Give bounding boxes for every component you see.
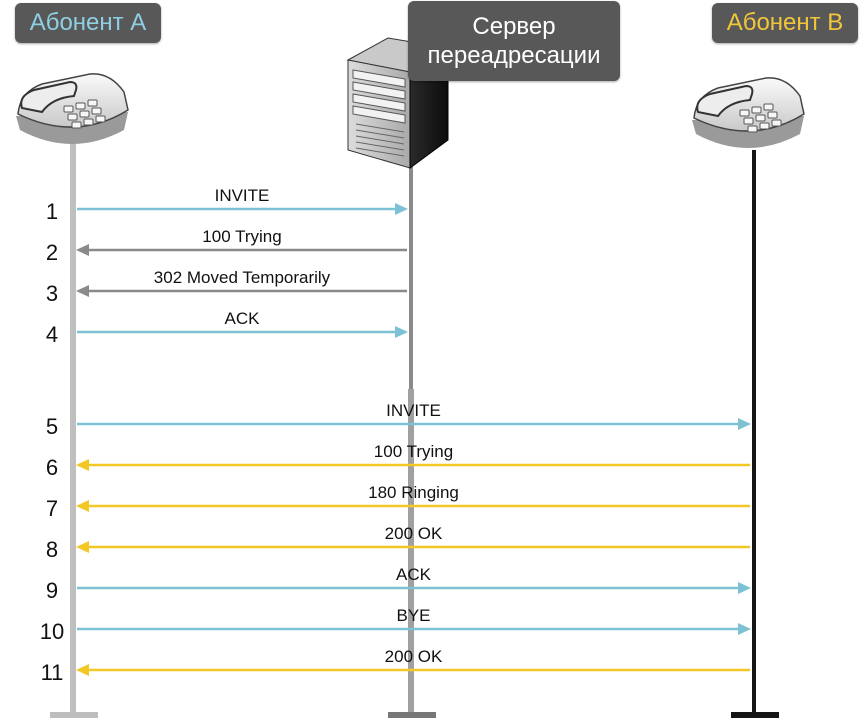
message-label: 200 OK bbox=[385, 524, 443, 543]
step-number: 11 bbox=[41, 660, 64, 685]
message-arrowhead bbox=[738, 418, 751, 430]
message-label: ACK bbox=[396, 565, 432, 584]
step-number: 5 bbox=[46, 414, 58, 439]
message-3: 3 302 Moved Temporarily bbox=[46, 268, 407, 306]
step-number: 7 bbox=[46, 496, 58, 521]
step-number: 9 bbox=[46, 578, 58, 603]
message-arrowhead bbox=[76, 500, 89, 512]
step-number: 6 bbox=[46, 455, 58, 480]
message-label: INVITE bbox=[386, 401, 441, 420]
desk-phone-icon bbox=[692, 77, 805, 148]
message-arrowhead bbox=[76, 541, 89, 553]
header-subscriber-b: Абонент В bbox=[712, 3, 858, 43]
step-number: 4 bbox=[46, 322, 58, 347]
desk-phone-icon bbox=[16, 73, 129, 144]
step-number: 1 bbox=[46, 199, 58, 224]
message-arrowhead bbox=[395, 326, 408, 338]
message-arrowhead bbox=[76, 459, 89, 471]
message-4: 4 ACK bbox=[46, 309, 408, 347]
message-8: 8 200 OK bbox=[46, 524, 750, 562]
message-label: 200 OK bbox=[385, 647, 443, 666]
header-server-label-line1: Сервер bbox=[472, 13, 556, 40]
message-label: BYE bbox=[396, 606, 430, 625]
step-number: 2 bbox=[46, 240, 58, 265]
message-10: 10 BYE bbox=[40, 606, 751, 644]
message-arrowhead bbox=[395, 203, 408, 215]
step-number: 8 bbox=[46, 537, 58, 562]
message-label: 100 Trying bbox=[374, 442, 453, 461]
message-2: 2 100 Trying bbox=[46, 227, 407, 265]
message-arrowhead bbox=[76, 285, 89, 297]
message-label: INVITE bbox=[215, 186, 270, 205]
message-label: 180 Ringing bbox=[368, 483, 459, 502]
message-arrowhead bbox=[738, 582, 751, 594]
message-label: 100 Trying bbox=[202, 227, 281, 246]
step-number: 3 bbox=[46, 281, 58, 306]
message-9: 9 ACK bbox=[46, 565, 751, 603]
message-arrowhead bbox=[76, 244, 89, 256]
message-1: 1 INVITE bbox=[46, 186, 408, 224]
message-arrowhead bbox=[738, 623, 751, 635]
header-server: Сервер переадресации bbox=[408, 1, 620, 81]
header-subscriber-a-label: Абонент А bbox=[29, 9, 147, 36]
step-number: 10 bbox=[40, 619, 64, 644]
message-label: 302 Moved Temporarily bbox=[154, 268, 331, 287]
header-subscriber-b-label: Абонент В bbox=[726, 9, 844, 36]
message-7: 7 180 Ringing bbox=[46, 483, 750, 521]
header-subscriber-a: Абонент А bbox=[15, 3, 161, 43]
lifeline-server bbox=[388, 155, 436, 718]
header-server-label-line2: переадресации bbox=[427, 42, 601, 69]
message-5: 5 INVITE bbox=[46, 401, 751, 439]
lifeline-subscriber-b bbox=[731, 150, 779, 718]
message-11: 11 200 OK bbox=[41, 647, 750, 685]
message-label: ACK bbox=[225, 309, 261, 328]
lifeline-subscriber-a bbox=[50, 140, 98, 718]
message-arrowhead bbox=[76, 664, 89, 676]
message-6: 6 100 Trying bbox=[46, 442, 750, 480]
